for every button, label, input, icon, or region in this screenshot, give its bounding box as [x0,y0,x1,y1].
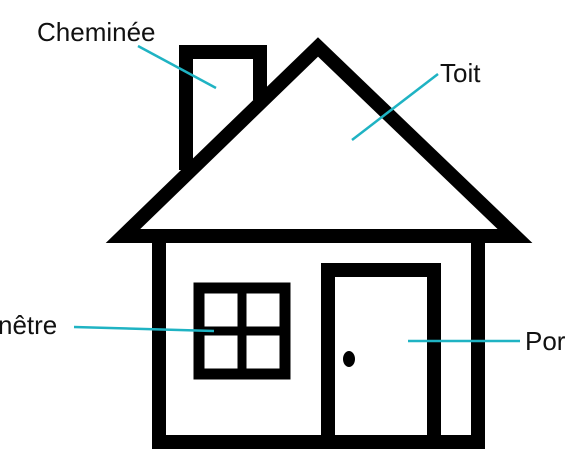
leader-line-chimney [137,44,217,90]
roof [105,37,533,243]
chimney-outline [179,45,267,170]
roof-outline [105,37,533,243]
label-door: Por [525,326,566,356]
door [321,263,441,442]
house-body [152,236,485,449]
label-chimney: Cheminée [37,17,156,47]
leader-line-roof [351,73,439,141]
door-knob [343,351,355,367]
door-frame [321,263,441,442]
leader-line-window [73,325,215,333]
label-window: nêtre [0,310,57,340]
leader-lines [73,44,520,343]
chimney [179,45,267,170]
label-roof: Toit [440,58,481,88]
labels: Cheminée Toit nêtre Por [0,17,566,356]
house-walls [152,236,485,449]
